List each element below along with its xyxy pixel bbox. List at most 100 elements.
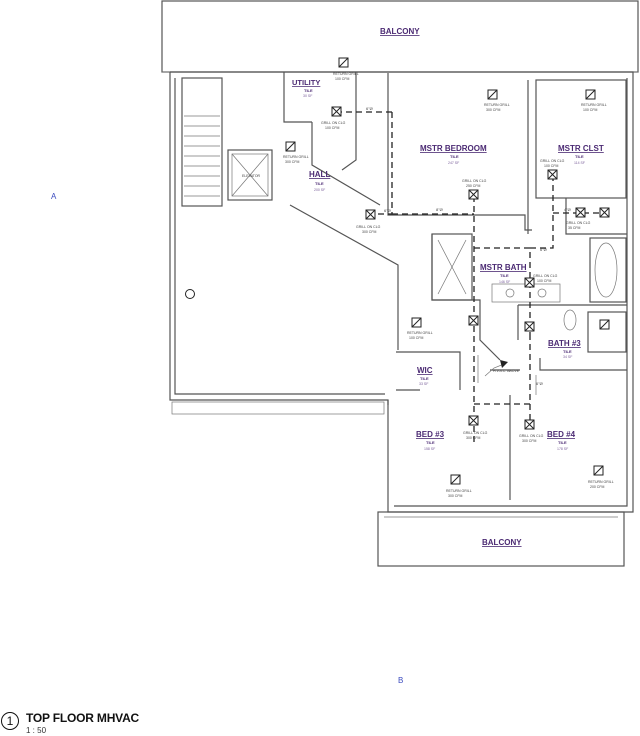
column-marker: [185, 289, 195, 299]
svg-text:250 CFM: 250 CFM: [466, 184, 480, 188]
supply-grill-bath3: [524, 321, 535, 332]
svg-text:TILE: TILE: [450, 154, 459, 159]
stair: [181, 77, 223, 207]
supply-grill-hall: GRILL ON CLG 300 CFM: [356, 209, 381, 234]
room-bath3: BATH #3 TILE 34 SF: [548, 339, 581, 359]
room-mstr-clst: MSTR CLST TILE 114 SF: [558, 144, 604, 165]
duct-size-4: 4"Ø: [564, 207, 571, 212]
supply-grill-mstr-bedroom: GRILL ON CLG 250 CFM: [462, 179, 487, 200]
svg-text:GRILL ON CLG: GRILL ON CLG: [463, 431, 488, 435]
svg-text:TILE: TILE: [500, 273, 509, 278]
svg-text:300 CFM: 300 CFM: [486, 108, 500, 112]
svg-text:200 CFM: 200 CFM: [590, 485, 604, 489]
room-bed3: BED #3 TILE 158 SF: [416, 430, 445, 451]
svg-text:GRILL ON CLG: GRILL ON CLG: [356, 225, 381, 229]
svg-text:TILE: TILE: [420, 376, 429, 381]
svg-text:100 CFM: 100 CFM: [409, 336, 423, 340]
svg-text:300 CFM: 300 CFM: [362, 230, 376, 234]
return-grill-bath3: [599, 319, 610, 330]
view-scale: 1 : 50: [26, 726, 47, 735]
interior-walls: [283, 72, 627, 500]
svg-text:300 CFM: 300 CFM: [522, 439, 536, 443]
room-mstr-bedroom: MSTR BEDROOM TILE 247 SF: [420, 144, 487, 165]
svg-text:UTILITY: UTILITY: [292, 78, 320, 87]
room-hall: HALL TILE 200 SF: [309, 170, 330, 192]
svg-text:GRILL ON CLG: GRILL ON CLG: [533, 274, 558, 278]
svg-text:100 CFM: 100 CFM: [325, 126, 339, 130]
room-bed4: BED #4 TILE 178 SF: [547, 430, 576, 451]
svg-text:247 SF: 247 SF: [448, 161, 459, 165]
supply-grill-center: [468, 315, 479, 326]
svg-text:158 SF: 158 SF: [424, 447, 435, 451]
svg-text:100 CFM: 100 CFM: [544, 164, 558, 168]
svg-text:RETURN GRILL: RETURN GRILL: [484, 103, 510, 107]
return-grill-mstr-bedroom: RETURN GRILL 300 CFM: [484, 89, 510, 112]
grid-label-a: A: [51, 192, 57, 201]
supply-grill-bed4: GRILL ON CLG 300 CFM: [519, 419, 544, 443]
svg-text:34 SF: 34 SF: [563, 355, 572, 359]
return-grill-bed4: RETURN GRILL 200 CFM: [588, 465, 614, 489]
supply-grill-utility: GRILL ON CLG 100 CFM: [321, 106, 346, 130]
svg-text:146 SF: 146 SF: [499, 280, 510, 284]
return-grill-bed3: RETURN GRILL 300 CFM: [446, 474, 472, 498]
balcony-bottom-label: BALCONY: [482, 538, 522, 547]
svg-text:200 SF: 200 SF: [314, 188, 325, 192]
svg-text:H.V.A.C. ABOVE: H.V.A.C. ABOVE: [493, 369, 520, 373]
svg-text:TILE: TILE: [426, 440, 435, 445]
svg-text:RETURN GRILL: RETURN GRILL: [446, 489, 472, 493]
svg-text:178 SF: 178 SF: [557, 447, 568, 451]
supply-grill-clst-small: [575, 207, 586, 218]
svg-text:RETURN GRILL: RETURN GRILL: [581, 103, 607, 107]
svg-text:GRILL ON CLG: GRILL ON CLG: [519, 434, 544, 438]
return-grill-utility: RETURN GRILL 100 CFM: [333, 57, 359, 81]
duct-size-3: 6"Ø: [540, 247, 547, 252]
supply-grill-bed3: GRILL ON CLG 300 CFM: [463, 415, 488, 440]
svg-text:30 SF: 30 SF: [303, 94, 312, 98]
svg-text:RETURN GRILL: RETURN GRILL: [333, 72, 359, 76]
svg-text:GRILL ON CLG: GRILL ON CLG: [321, 121, 346, 125]
balcony-top-label: BALCONY: [380, 27, 420, 36]
svg-text:RETURN GRILL: RETURN GRILL: [407, 331, 433, 335]
svg-text:MSTR CLST: MSTR CLST: [558, 144, 604, 153]
svg-text:BED #4: BED #4: [547, 430, 576, 439]
view-title: TOP FLOOR MHVAC: [26, 711, 140, 725]
duct-size-2: 8"Ø: [436, 207, 443, 212]
grid-label-b: B: [398, 676, 403, 685]
supply-grill-bath-small: GRILL ON CLG 35 CFM: [566, 207, 610, 230]
duct-size-5: 6"Ø: [536, 381, 543, 386]
svg-text:300 CFM: 300 CFM: [448, 494, 462, 498]
svg-text:100 CFM: 100 CFM: [537, 279, 551, 283]
svg-text:100 CFM: 100 CFM: [335, 77, 349, 81]
svg-text:GRILL ON CLG: GRILL ON CLG: [566, 221, 591, 225]
return-grill-hall: RETURN GRILL 300 CFM: [283, 141, 309, 164]
balcony-top: BALCONY: [161, 0, 639, 73]
svg-text:TILE: TILE: [315, 181, 324, 186]
svg-text:WIC: WIC: [417, 366, 433, 375]
svg-text:BATH #3: BATH #3: [548, 339, 581, 348]
svg-text:TILE: TILE: [304, 88, 313, 93]
duct-size-6: 6"Ø: [384, 208, 391, 213]
svg-text:TILE: TILE: [558, 440, 567, 445]
supply-grill-mstr-clst: GRILL ON CLG 100 CFM: [540, 159, 565, 180]
svg-text:TILE: TILE: [563, 349, 572, 354]
svg-text:300 CFM: 300 CFM: [285, 160, 299, 164]
elevator: ELEVATOR: [227, 149, 273, 201]
return-grill-center: RETURN GRILL 100 CFM: [407, 317, 433, 340]
svg-text:114 SF: 114 SF: [574, 161, 585, 165]
svg-text:MSTR BATH: MSTR BATH: [480, 263, 527, 272]
duct-size-1: 6"Ø: [366, 106, 373, 111]
elevator-label: ELEVATOR: [242, 174, 261, 178]
supply-grill-mstr-bath: GRILL ON CLG 100 CFM: [524, 274, 558, 288]
svg-text:HALL: HALL: [309, 170, 330, 179]
svg-text:BED #3: BED #3: [416, 430, 445, 439]
svg-text:GRILL ON CLG: GRILL ON CLG: [540, 159, 565, 163]
svg-text:100 CFM: 100 CFM: [583, 108, 597, 112]
return-grill-mstr-clst: RETURN GRILL 100 CFM: [581, 89, 607, 112]
room-wic: WIC TILE 33 SF: [417, 366, 433, 386]
svg-text:35 CFM: 35 CFM: [568, 226, 581, 230]
svg-text:RETURN GRILL: RETURN GRILL: [283, 155, 309, 159]
svg-text:MSTR BEDROOM: MSTR BEDROOM: [420, 144, 487, 153]
room-utility: UTILITY TILE 30 SF: [292, 78, 320, 98]
outer-walls: [169, 71, 634, 567]
